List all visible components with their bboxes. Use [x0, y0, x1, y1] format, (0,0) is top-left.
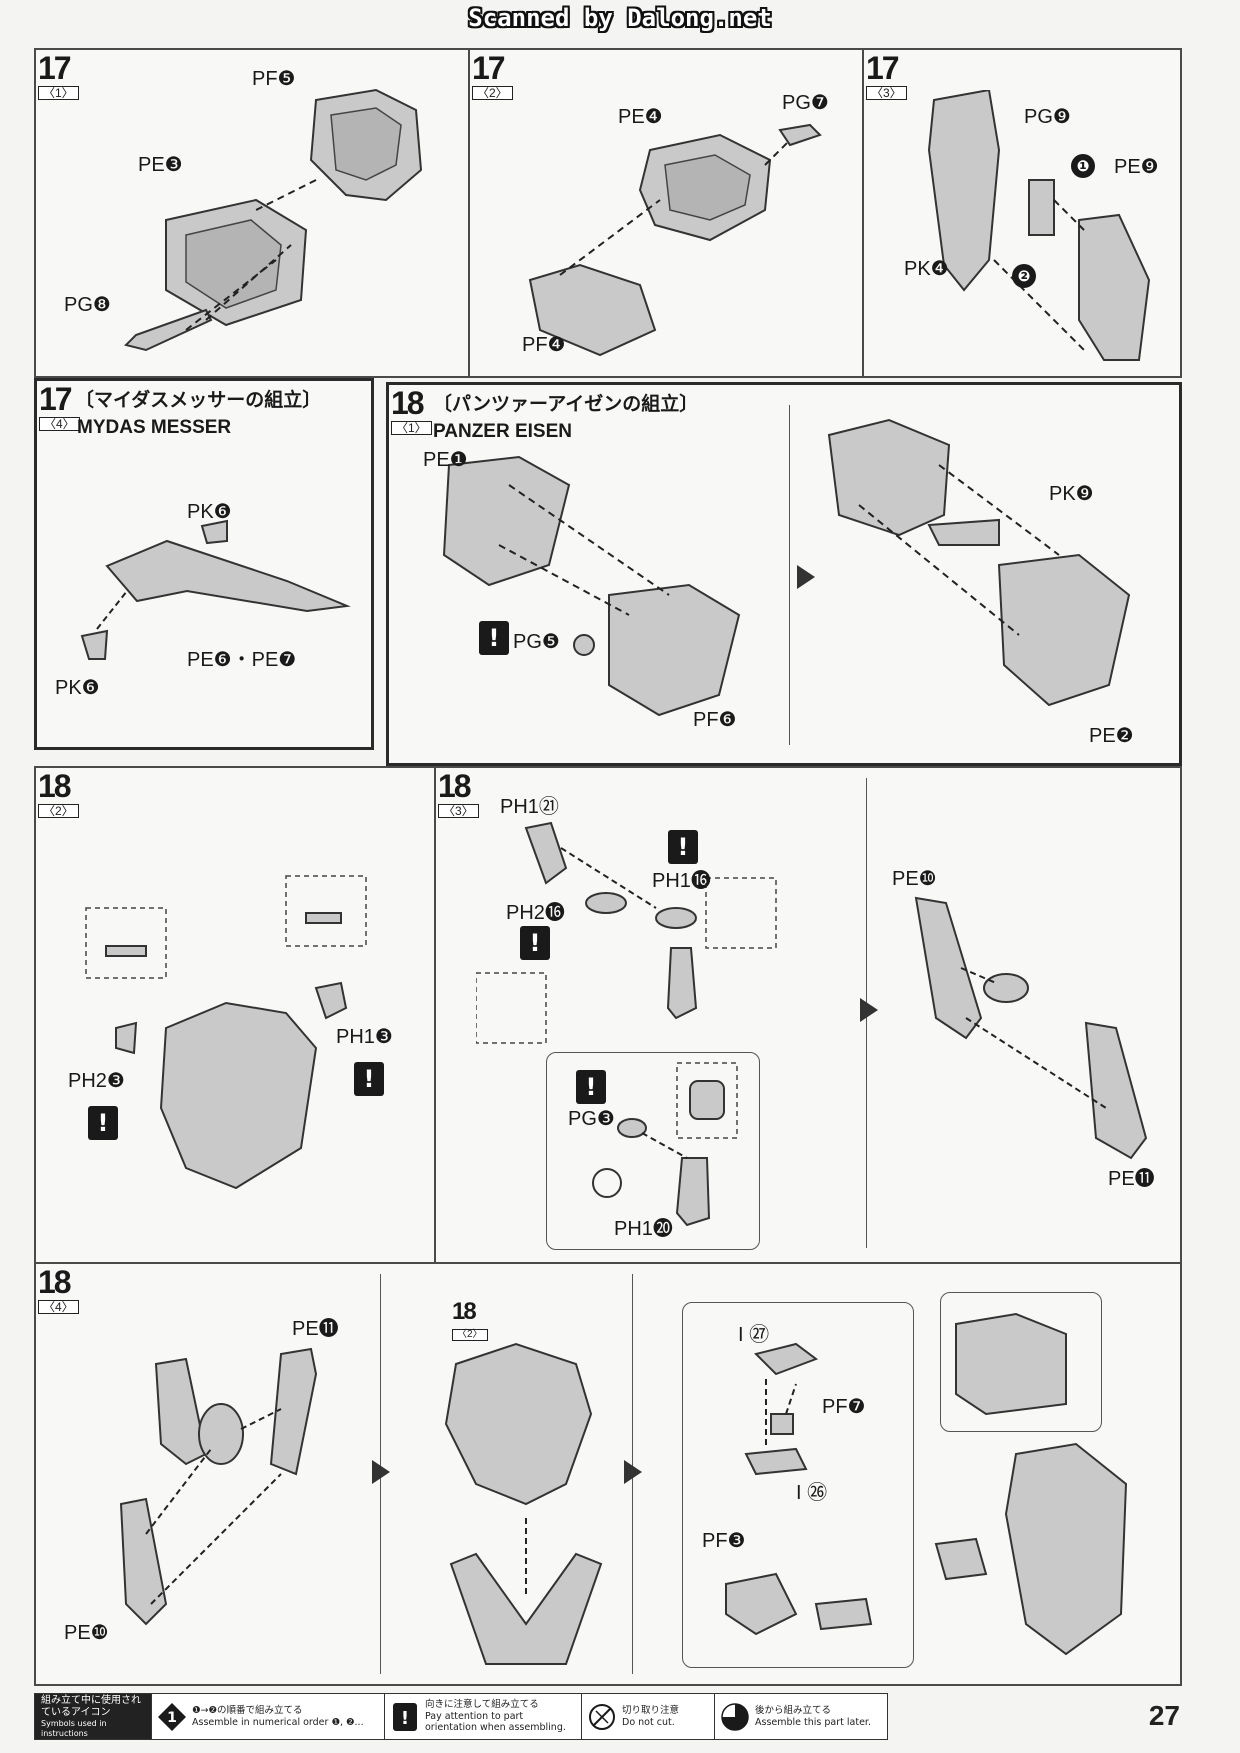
part-diagram	[827, 418, 1131, 707]
symbol-legend: 組み立て中に使用されているアイコン Symbols used in instru…	[34, 1693, 888, 1740]
part-diagram	[124, 88, 423, 352]
part-label: PG❽	[64, 294, 111, 316]
attention-icon: !	[393, 1702, 417, 1731]
part-label: PE❹	[618, 106, 663, 128]
next-arrow	[372, 1460, 390, 1484]
part-diagram	[85, 875, 367, 1190]
part-label: PK❹	[904, 258, 949, 280]
attention-icon: !	[88, 1106, 118, 1140]
part-label: I ㉗	[738, 1324, 770, 1346]
part-label: PG❼	[782, 92, 829, 114]
part-label: PK❻	[55, 677, 100, 699]
step-reference: 18〈2〉	[452, 1300, 488, 1341]
part-label: PF❸	[702, 1530, 746, 1552]
part-label: PE❿	[892, 868, 937, 890]
attention-icon: !	[668, 830, 698, 864]
panel-17-1: 17〈1〉 PF❺ PE❸ PG❽	[34, 48, 470, 378]
step-label: 17〈2〉	[472, 52, 513, 100]
part-label: PH1❸	[336, 1026, 393, 1048]
part-label: PE❻・PE❼	[187, 649, 297, 671]
attention-icon: !	[520, 926, 550, 960]
part-label: PH1㉑	[500, 796, 559, 818]
page-number: 27	[1148, 1700, 1180, 1731]
step-label: 17〈3〉	[866, 52, 907, 100]
part-diagram	[476, 821, 777, 1044]
part-label: PF❺	[252, 68, 296, 90]
part-label: PK❾	[1049, 483, 1094, 505]
part-label: PE❸	[138, 154, 183, 176]
legend-title: 組み立て中に使用されているアイコン Symbols used in instru…	[35, 1694, 152, 1739]
scan-credit: Scanned by Dalong.net	[468, 4, 772, 32]
part-label: PE⓫	[1108, 1168, 1155, 1190]
step-label: 18〈4〉	[38, 1266, 79, 1314]
panel-17-3: 17〈3〉 ❶ ❷ PG❾ PE❾ PK❹	[862, 48, 1182, 378]
part-label: PG❺	[513, 631, 560, 653]
step-label: 18〈1〉	[391, 387, 432, 435]
do-not-cut-icon	[589, 1703, 615, 1730]
part-label: PE⓫	[292, 1318, 339, 1340]
section-title: 〔マイダスメッサーの組立〕	[75, 389, 322, 411]
step-label: 17〈1〉	[38, 52, 79, 100]
part-label: PE❶	[423, 449, 468, 471]
part-label: PF❹	[522, 334, 566, 356]
panel-18-2: 18〈2〉 ! ! PH1❸ PH2❸	[34, 766, 436, 1264]
part-label: I ㉖	[796, 1482, 828, 1504]
part-label: PE❿	[64, 1622, 109, 1644]
step-label: 18〈3〉	[438, 770, 479, 818]
part-label: PH2❸	[68, 1070, 125, 1092]
part-diagram	[444, 1342, 603, 1665]
next-arrow	[624, 1460, 642, 1484]
part-diagram	[914, 896, 1148, 1160]
part-label: PH1⓰	[652, 870, 711, 892]
part-label: PF❼	[822, 1396, 866, 1418]
part-label: PG❸	[568, 1108, 615, 1130]
numbered-order-icon: 1	[158, 1702, 186, 1731]
attention-icon: !	[576, 1070, 606, 1104]
order-icon: ❷	[1012, 264, 1036, 288]
next-arrow	[860, 998, 878, 1022]
part-label: PE❾	[1114, 156, 1159, 178]
part-label: PK❻	[187, 501, 232, 523]
section-subtitle: PANZER EISEN	[433, 421, 573, 442]
attention-icon: !	[354, 1062, 384, 1096]
section-title: 〔パンツァーアイゼンの組立〕	[433, 393, 699, 415]
part-diagram	[725, 1342, 873, 1636]
panel-17-4: 17〈4〉 〔マイダスメッサーの組立〕 MYDAS MESSER PK❻ PE❻…	[34, 378, 374, 750]
part-diagram	[592, 1062, 738, 1227]
panel-18-3: 18〈3〉 ! ! PH1㉑ PH1⓰ PH2⓰ ! PG❸ PH1⓴ PE❿ …	[434, 766, 1182, 1264]
part-diagram	[528, 123, 822, 357]
part-diagram	[119, 1347, 318, 1626]
section-subtitle: MYDAS MESSER	[77, 417, 232, 438]
part-label: PE❷	[1089, 725, 1134, 747]
part-label: PH1⓴	[614, 1218, 673, 1240]
part-label: PF❻	[693, 709, 737, 731]
attention-icon: !	[479, 621, 509, 655]
part-diagram	[442, 455, 741, 717]
assemble-later-icon	[721, 1702, 749, 1731]
panel-18-1: 18〈1〉 〔パンツァーアイゼンの組立〕 PANZER EISEN ! PE❶ …	[386, 382, 1182, 766]
part-label: PG❾	[1024, 106, 1071, 128]
order-icon: ❶	[1071, 154, 1095, 178]
panel-18-4: 18〈4〉 PE⓫ PE❿ 18〈2〉 I ㉗ PF❼ I ㉖ PF❸	[34, 1262, 1182, 1686]
divider	[789, 405, 790, 745]
svg-text:!: !	[401, 1708, 409, 1729]
part-diagram	[927, 90, 1151, 361]
part-diagram	[934, 1312, 1128, 1656]
part-diagram	[80, 519, 351, 660]
svg-text:1: 1	[167, 1710, 177, 1726]
step-label: 17〈4〉	[39, 383, 80, 431]
next-arrow	[797, 565, 815, 589]
part-label: PH2⓰	[506, 902, 565, 924]
step-label: 18〈2〉	[38, 770, 79, 818]
panel-17-2: 17〈2〉 PE❹ PG❼ PF❹	[468, 48, 864, 378]
